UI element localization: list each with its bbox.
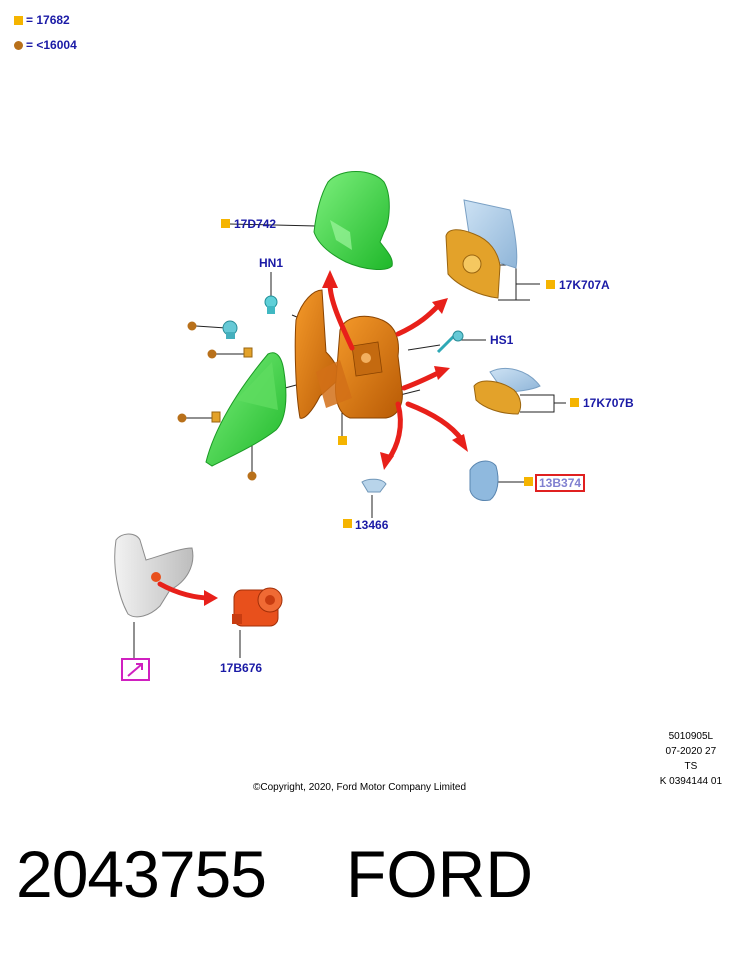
mirror-glass-a-part [445, 199, 518, 299]
label-glass-b[interactable]: 17K707B [583, 396, 634, 410]
label-hn1[interactable]: HN1 [259, 256, 284, 270]
mirror-cover-part [313, 171, 393, 270]
footer-brand: FORD [346, 837, 533, 911]
fastener-group-left [177, 295, 278, 481]
screw-hs1-part [436, 330, 464, 354]
legend-square-value: 17682 [36, 13, 70, 27]
legend-dot-value: <16004 [36, 38, 77, 52]
brown-dot-1 [187, 321, 197, 331]
mirror-housing-part [294, 289, 403, 419]
legend-equals: = [26, 13, 34, 27]
brown-dot-2 [207, 349, 217, 359]
legend-dot-entry: = <16004 [26, 38, 77, 52]
label-motor[interactable]: 17B676 [220, 661, 263, 675]
meta-line-2: 07-2020 27 [665, 746, 717, 757]
link-arrow-icon [127, 663, 143, 677]
legend-square-entry: = 17682 [26, 13, 70, 27]
copyright-text: ©Copyright, 2020, Ford Motor Company Lim… [253, 782, 467, 793]
label-glass-a[interactable]: 17K707A [559, 278, 610, 292]
brown-dot-4 [247, 471, 257, 481]
lower-cover-part [205, 352, 287, 467]
mirror-glass-b-part [473, 368, 541, 415]
arrow-heads [204, 270, 468, 606]
label-cover[interactable]: 17D742 [234, 217, 277, 231]
drawing-meta: 5010905L 07-2020 27 TS K 0394144 01 [660, 729, 722, 789]
label-clip[interactable]: 13466 [355, 518, 389, 532]
legend-dot-marker [14, 41, 23, 50]
meta-line-1: 5010905L [668, 731, 714, 742]
clip-part [361, 478, 387, 493]
label-lamp-cover[interactable]: 13B374 [535, 474, 586, 492]
mounting-bracket-part [114, 533, 194, 618]
label-hs1[interactable]: HS1 [490, 333, 514, 347]
label-square-markers [221, 219, 579, 528]
meta-line-4: K 0394144 01 [659, 776, 722, 787]
lamp-cover-part [469, 460, 499, 501]
footer-part-number: 2043755 [16, 837, 267, 911]
brown-dot-3 [177, 413, 187, 423]
link-reference-box[interactable] [121, 658, 150, 681]
legend-square-marker [14, 16, 23, 25]
motor-part [232, 587, 283, 627]
meta-line-3: TS [684, 761, 698, 772]
leader-lines [133, 223, 566, 658]
legend-equals-2: = [26, 38, 34, 52]
